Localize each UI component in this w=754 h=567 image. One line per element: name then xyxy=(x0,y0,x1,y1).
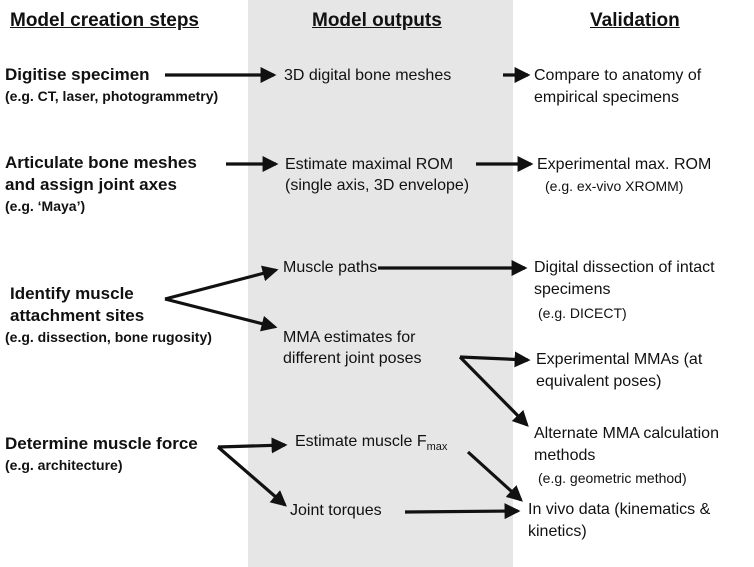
validation-rom: Experimental max. ROM xyxy=(537,156,712,173)
step-articulate-example: (e.g. ‘Maya’) xyxy=(5,198,86,214)
step-force-example: (e.g. architecture) xyxy=(5,457,123,473)
arrow-mma-to-experimental-mmas xyxy=(459,351,531,368)
output-fmax-main: Estimate muscle F xyxy=(295,433,427,450)
heading-validation: Validation xyxy=(590,10,680,31)
step-digitise-title: Digitise specimen xyxy=(5,65,150,84)
validation-invivo-1: In vivo data (kinematics & xyxy=(528,501,711,518)
validation-mmas-2: equivalent poses) xyxy=(536,373,662,390)
output-rom-1: Estimate maximal ROM xyxy=(285,156,454,173)
validation-invivo-2: kinetics) xyxy=(528,523,587,540)
validation-alt-example: (e.g. geometric method) xyxy=(538,470,687,486)
output-bone-meshes: 3D digital bone meshes xyxy=(284,67,452,84)
heading-model-outputs: Model outputs xyxy=(312,10,442,31)
validation-dissection-example: (e.g. DICECT) xyxy=(538,305,627,321)
step-muscle-title-1: Identify muscle xyxy=(10,284,134,303)
validation-dissection-2: specimens xyxy=(534,281,611,298)
arrow-force-to-torques xyxy=(216,445,287,507)
arrow-fmax-to-invivo xyxy=(466,450,523,502)
arrow-torques-to-invivo xyxy=(404,503,521,520)
validation-anatomy-1: Compare to anatomy of xyxy=(534,67,702,84)
step-muscle-title-2: attachment sites xyxy=(10,306,145,325)
output-fmax: Estimate muscle Fmax xyxy=(295,432,447,457)
output-rom-2: (single axis, 3D envelope) xyxy=(285,177,470,194)
arrow-force-to-fmax xyxy=(217,437,288,454)
validation-mmas-1: Experimental MMAs (at xyxy=(536,351,703,368)
validation-alt-1: Alternate MMA calculation xyxy=(534,425,719,442)
step-muscle-example: (e.g. dissection, bone rugosity) xyxy=(5,329,212,345)
validation-dissection-1: Digital dissection of intact xyxy=(534,259,715,276)
output-joint-torques: Joint torques xyxy=(290,502,382,519)
step-articulate-title-2: and assign joint axes xyxy=(5,175,177,194)
output-mma-2: different joint poses xyxy=(283,350,422,367)
output-muscle-paths: Muscle paths xyxy=(283,259,378,276)
validation-alt-2: methods xyxy=(534,447,596,464)
step-force-title: Determine muscle force xyxy=(5,434,198,453)
arrow-mma-to-alternate-methods xyxy=(458,355,529,427)
step-digitise-example: (e.g. CT, laser, photogrammetry) xyxy=(5,88,219,104)
output-mma-1: MMA estimates for xyxy=(283,329,416,346)
output-fmax-subscript: max xyxy=(426,441,448,454)
heading-model-creation-steps: Model creation steps xyxy=(10,10,199,31)
validation-rom-example: (e.g. ex-vivo XROMM) xyxy=(545,178,684,194)
arrow-muscle-to-mma xyxy=(164,297,278,332)
step-articulate-title-1: Articulate bone meshes xyxy=(5,153,197,172)
validation-anatomy-2: empirical specimens xyxy=(534,89,679,106)
arrow-muscle-to-paths xyxy=(164,265,279,301)
model-outputs-panel xyxy=(248,0,513,567)
